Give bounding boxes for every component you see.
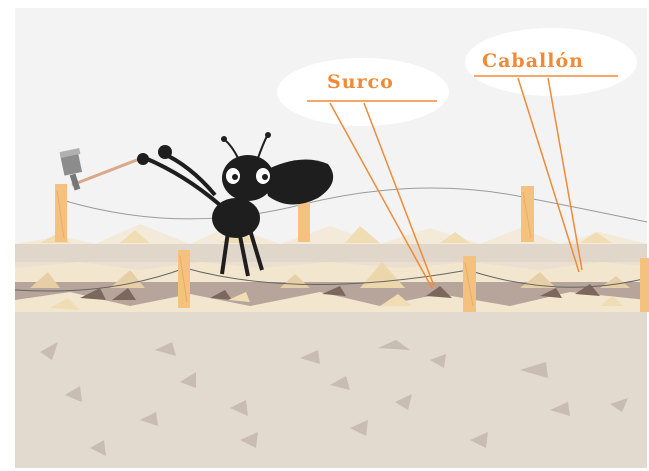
- surco-callout: Surco: [277, 58, 449, 289]
- stake-back-1: [55, 184, 67, 242]
- caballon-bubble: [465, 28, 637, 96]
- stake-back-2: [298, 196, 310, 242]
- soil-speckles: [40, 340, 628, 456]
- stake-front-3: [640, 258, 649, 312]
- caballon-callout: Caballón: [465, 28, 637, 273]
- ground-background: [15, 300, 647, 468]
- ant-icon: [59, 132, 334, 277]
- front-wire: [14, 267, 648, 292]
- caballon-label: Caballón: [482, 50, 584, 72]
- surco-label: Surco: [327, 71, 394, 93]
- furrow-band: [15, 262, 647, 312]
- back-ridge-row: [15, 224, 647, 272]
- paintbrush-icon: [59, 147, 143, 191]
- surco-bubble: [277, 58, 449, 126]
- back-wire: [61, 187, 648, 223]
- fence-stakes: [14, 184, 649, 312]
